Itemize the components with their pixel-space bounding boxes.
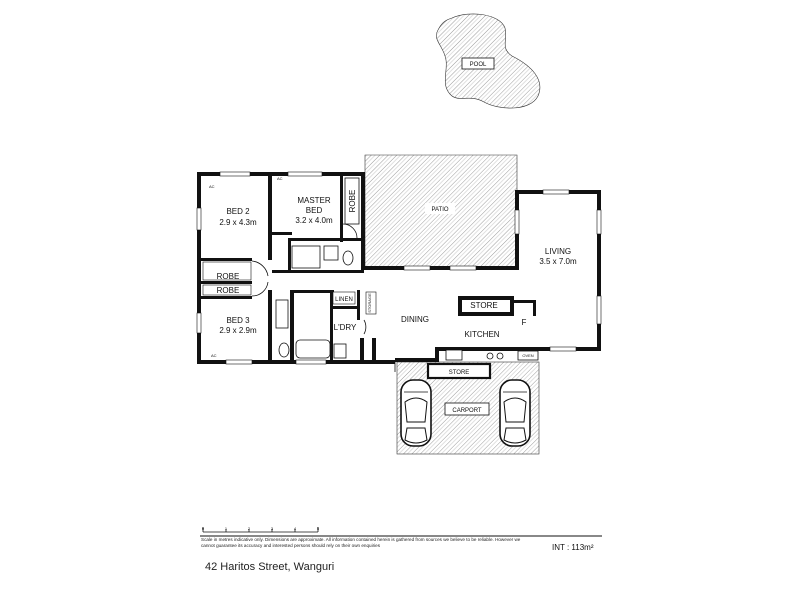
scale-bar: 0 1 2 3 4 5 [202,526,320,533]
scale-tick-0: 0 [202,526,205,531]
scale-tick-2: 2 [248,526,251,531]
carport-label: CARPORT [452,408,482,414]
disclaimer: Scale in metres indicative only. Dimensi… [201,537,521,548]
ac-label-master: AC [277,176,283,181]
bed3-size: 2.9 x 2.9m [219,326,257,335]
laundry-label: L'DRY [334,323,357,332]
pool-label: POOL [470,62,487,68]
master-bed-size: 3.2 x 4.0m [295,216,333,225]
robe-bed2-label: ROBE [217,272,240,281]
pool-label-box [461,57,495,70]
windows [196,171,602,365]
kitchen-store-label: STORE [470,301,497,310]
carport-label-box [444,402,490,416]
internal-area: INT : 113m² [552,543,594,552]
car-right [499,379,531,447]
oven-label: OVEN [522,353,533,358]
scale-tick-1: 1 [225,526,228,531]
patio-label-box [425,203,455,214]
bed3-name: BED 3 [226,316,250,325]
ac-label-bed3: AC [211,353,217,358]
carport-store [426,362,492,380]
living-name: LIVING [545,247,571,256]
scale-tick-5: 5 [317,526,320,531]
dining-label: DINING [401,315,429,324]
address: 42 Haritos Street, Wanguri [205,561,335,573]
master-bed-name2: BED [306,206,323,215]
fridge-label: F [522,318,527,327]
master-bed-name: MASTER [297,196,331,205]
storage-label: STORAGE [367,293,372,313]
living-size: 3.5 x 7.0m [539,257,577,266]
car-left [400,379,432,447]
fixtures [202,177,539,361]
carport-store-label: STORE [449,370,470,376]
bed2-name: BED 2 [226,207,250,216]
patio-label: PATIO [431,207,448,213]
kitchen-label: KITCHEN [464,330,499,339]
scale-tick-3: 3 [271,526,274,531]
bed2-size: 2.9 x 4.3m [219,218,257,227]
ac-label-bed2: AC [209,184,215,189]
robe-master-label: ROBE [348,190,357,213]
linen-label: LINEN [335,297,353,303]
robe-bed3-label: ROBE [217,286,240,295]
scale-tick-4: 4 [294,526,297,531]
